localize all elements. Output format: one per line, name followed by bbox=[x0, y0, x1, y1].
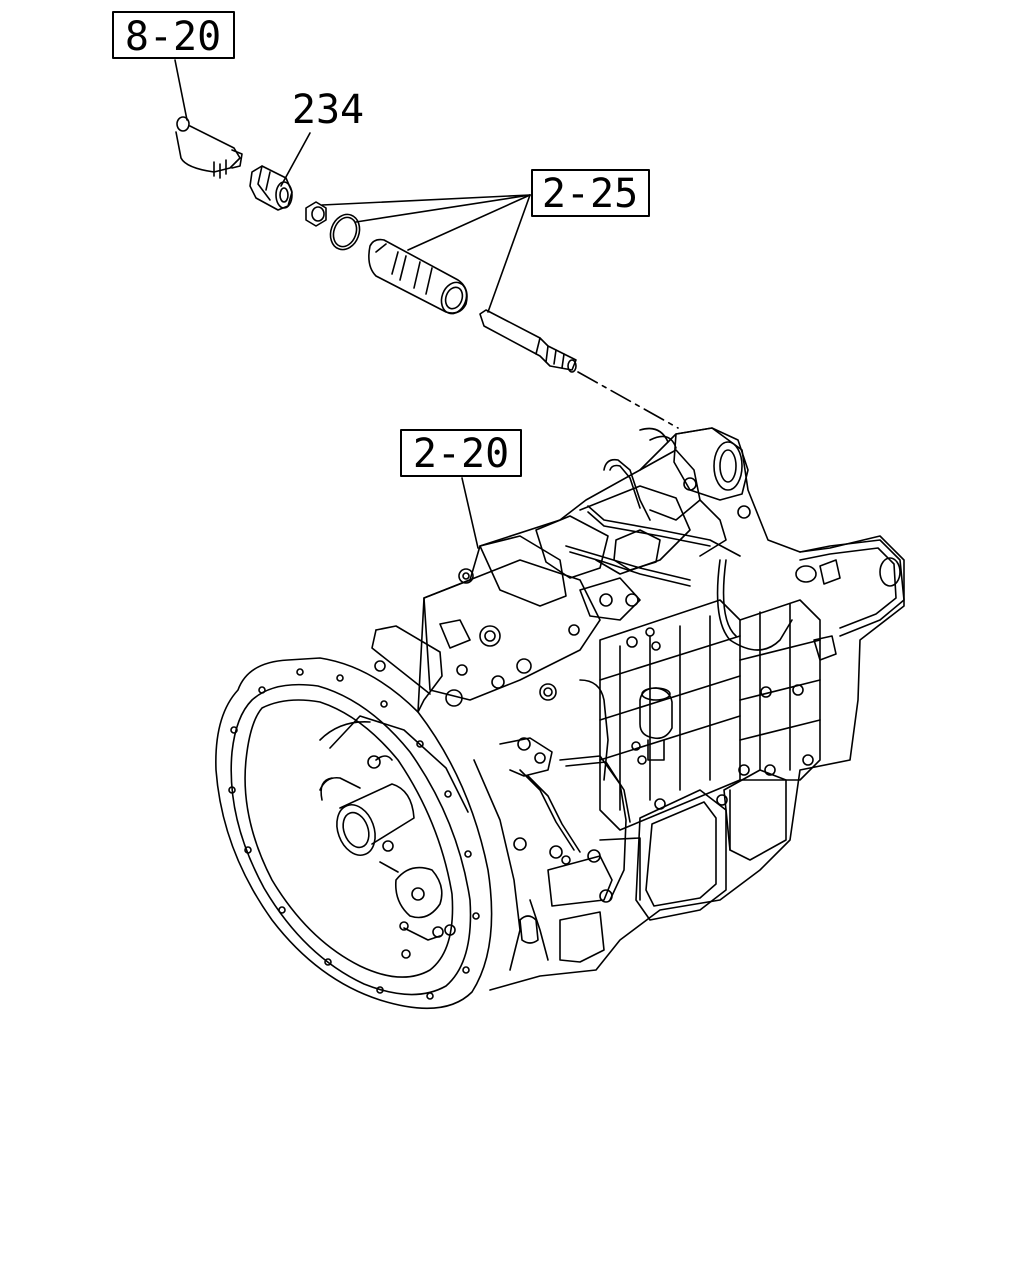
part-234-label-group[interactable]: 234 bbox=[280, 87, 364, 187]
seal-part bbox=[305, 201, 327, 227]
bell-housing-inner bbox=[230, 683, 472, 996]
release-fork bbox=[379, 861, 444, 941]
o-ring-part bbox=[329, 213, 361, 251]
speedo-housing bbox=[639, 427, 751, 557]
callout-label-2-20: 2-20 bbox=[413, 431, 509, 477]
bell-housing-outer bbox=[215, 657, 493, 1010]
speed-sensor-part bbox=[175, 116, 243, 179]
leader-line-2-25-a bbox=[321, 194, 531, 206]
shift-tower bbox=[479, 485, 691, 651]
bell-housing-bolts bbox=[228, 668, 480, 1000]
leader-line-2-25-b bbox=[355, 194, 531, 223]
lower-fittings bbox=[499, 679, 631, 907]
side-valve bbox=[631, 687, 673, 765]
leader-line-2-25-c bbox=[407, 194, 531, 251]
transmission-assembly bbox=[215, 427, 905, 1010]
part-234-connector bbox=[249, 165, 293, 211]
alignment-centerline bbox=[577, 371, 679, 429]
leader-line-8-20 bbox=[174, 59, 188, 121]
callout-2-25[interactable]: 2-25 bbox=[321, 169, 650, 313]
driven-gear-part bbox=[479, 309, 577, 373]
part-label-234: 234 bbox=[292, 87, 364, 133]
callout-2-20[interactable]: 2-20 bbox=[400, 429, 522, 549]
side-ribbing bbox=[599, 599, 821, 831]
actuator-module bbox=[635, 764, 787, 921]
callout-label-8-20: 8-20 bbox=[125, 14, 221, 60]
piping bbox=[565, 427, 905, 661]
callout-box-2-20 bbox=[400, 429, 522, 477]
leader-line-2-25-d bbox=[487, 194, 531, 313]
callout-8-20[interactable]: 8-20 bbox=[112, 11, 235, 121]
callout-box-2-25 bbox=[531, 169, 650, 217]
callout-label-2-25: 2-25 bbox=[542, 171, 638, 217]
callout-box-8-20 bbox=[112, 11, 235, 59]
input-shaft bbox=[319, 776, 415, 856]
main-case-outline bbox=[417, 427, 905, 991]
sleeve-part bbox=[368, 238, 468, 315]
leader-line-2-20 bbox=[461, 477, 479, 549]
